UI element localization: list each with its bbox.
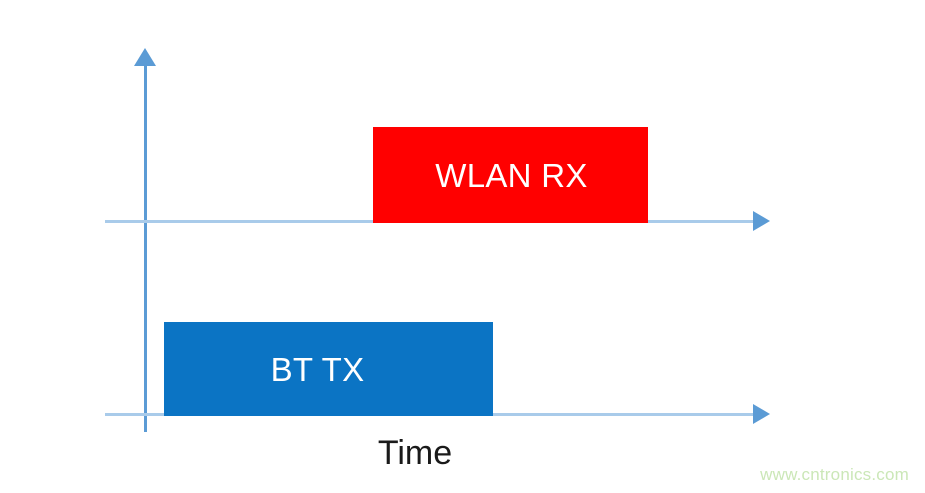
pulse-label-bt-tx: BT TX <box>270 350 365 388</box>
pulse-block-bt-tx: BT TX <box>164 322 493 416</box>
pulse-label-wlan-rx: WLAN RX <box>435 156 588 194</box>
watermark-text: www.cntronics.com <box>760 465 909 484</box>
pulse-block-wlan-rx: WLAN RX <box>373 127 648 223</box>
bt-axis-arrow-right-icon <box>753 404 770 424</box>
vertical-axis-line <box>144 62 147 432</box>
axis-arrow-up-icon <box>134 48 156 66</box>
x-axis-label: Time <box>377 434 453 472</box>
wlan-axis-arrow-right-icon <box>753 211 770 231</box>
